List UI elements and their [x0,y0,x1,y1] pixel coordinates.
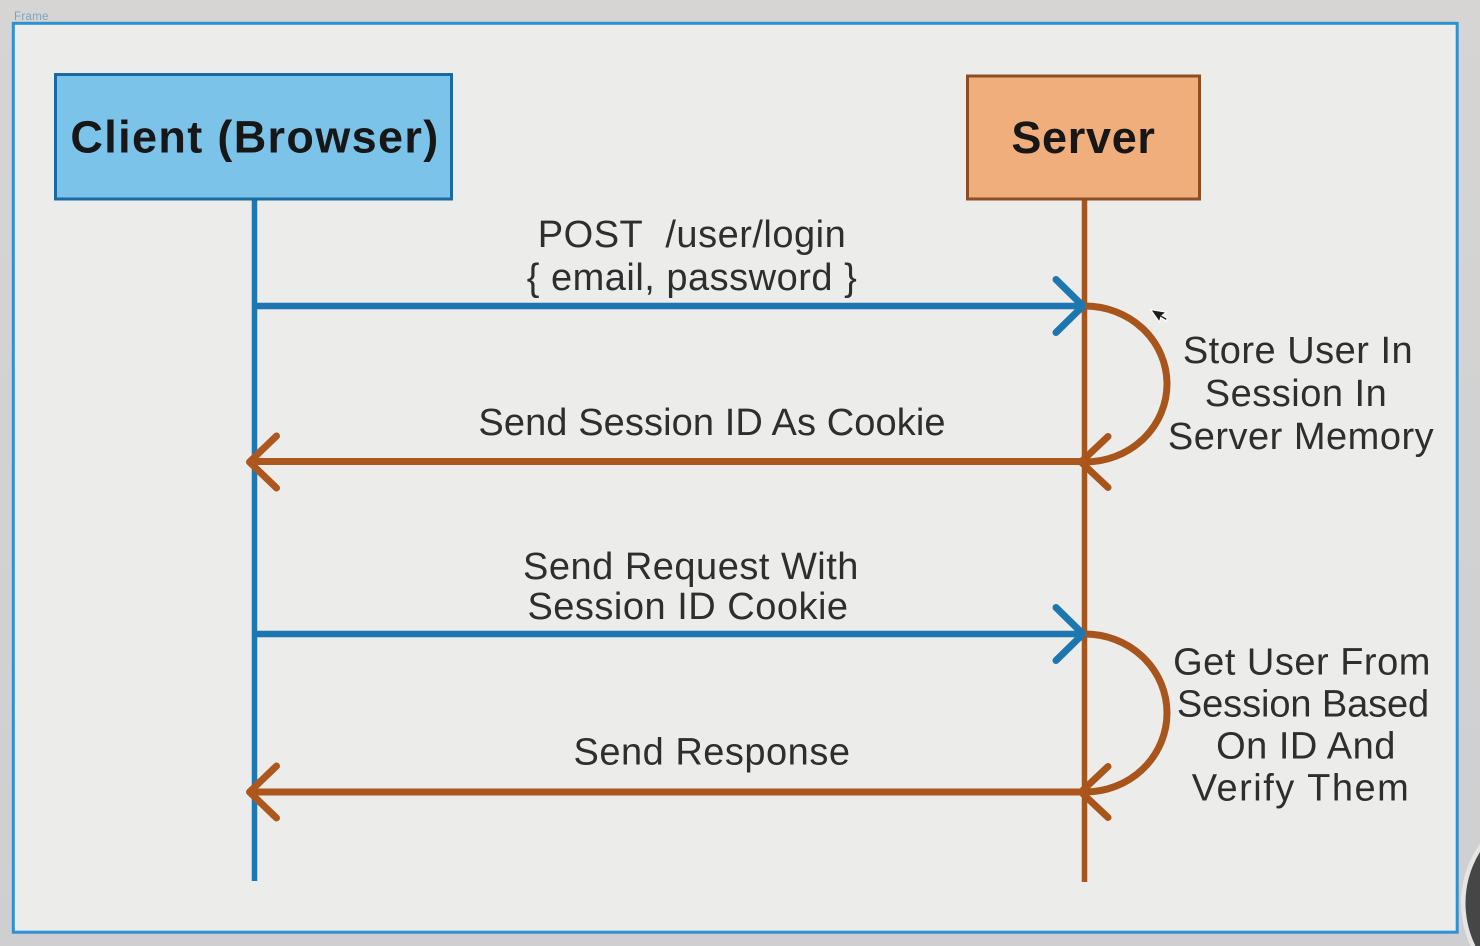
svg-text:Session Based: Session Based [1177,684,1429,726]
svg-text:Client (Browser): Client (Browser) [70,112,439,163]
svg-text:Server: Server [1011,112,1155,163]
svg-text:On ID And: On ID And [1216,726,1396,768]
svg-text:Session ID Cookie: Session ID Cookie [527,586,848,628]
svg-text:POST /user/login: POST /user/login [538,214,846,256]
svg-text:{ email, password }: { email, password } [527,257,858,299]
svg-text:Verify Them: Verify Them [1192,768,1411,810]
svg-text:Store User In: Store User In [1183,330,1413,372]
svg-text:Send Request With: Send Request With [523,546,859,588]
svg-text:Session In: Session In [1205,373,1387,415]
svg-text:Send Response: Send Response [574,732,851,774]
svg-text:Server Memory: Server Memory [1168,416,1434,458]
svg-text:Get User From: Get User From [1173,642,1431,684]
svg-text:Frame: Frame [14,11,49,23]
svg-text:Send Session ID As Cookie: Send Session ID As Cookie [478,402,945,444]
